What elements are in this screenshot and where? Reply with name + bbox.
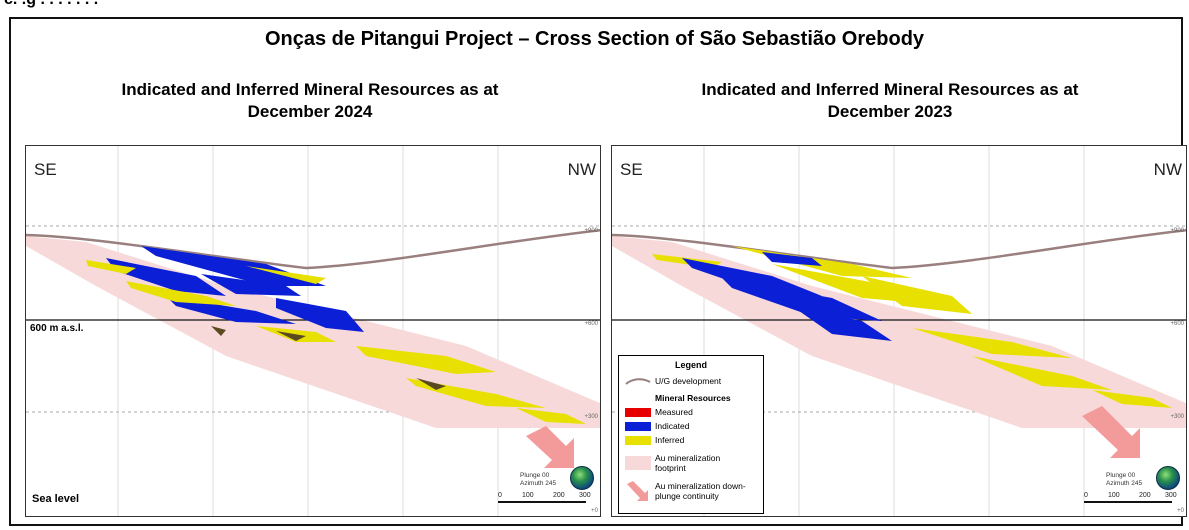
continuity-arrow-icon — [627, 481, 648, 501]
panel-2023-title: Indicated and Inferred Mineral Resources… — [620, 79, 1160, 123]
legend-row-inferred: Inferred — [625, 435, 684, 445]
down-plunge-arrow — [1082, 406, 1140, 458]
legend-row-footprint: Au mineralization footprint — [625, 453, 720, 473]
legend-box: Legend U/G development Mineral Resources… — [618, 355, 764, 514]
legend-label-measured: Measured — [655, 407, 693, 417]
footprint-line2: footprint — [655, 463, 686, 473]
orientation-globe-icon — [1156, 466, 1180, 490]
scale-num: 200 — [1139, 492, 1151, 499]
plunge-label: Plunge 00 — [1106, 472, 1136, 479]
scale-num: 300 — [1165, 492, 1177, 499]
panel-2023-title-line2: December 2023 — [827, 102, 953, 121]
sea-level-label: Sea level — [32, 493, 80, 505]
legend-subhead-mineral-resources: Mineral Resources — [655, 393, 731, 403]
footprint-swatch — [625, 456, 651, 470]
panel-2023-title-line1: Indicated and Inferred Mineral Resources… — [701, 80, 1079, 99]
elev-tick: +900 — [584, 228, 598, 234]
scale-num: 200 — [553, 492, 565, 499]
inferred-swatch — [625, 435, 651, 445]
scale-num: 100 — [1108, 492, 1120, 499]
legend-row-continuity: Au mineralization down- plunge continuit… — [625, 480, 746, 502]
legend-label-footprint: Au mineralization footprint — [655, 453, 720, 473]
dark-lens-bodies — [211, 326, 446, 390]
elev-tick: +300 — [1170, 414, 1184, 420]
legend-label-indicated: Indicated — [655, 421, 690, 431]
plunge-azimuth-text: Plunge 00 Azimuth 245 — [1106, 472, 1142, 488]
measured-swatch — [625, 407, 651, 417]
elevation-label: 600 m a.s.l. — [30, 323, 84, 334]
direction-nw: NW — [567, 160, 596, 179]
direction-se: SE — [620, 160, 643, 179]
legend-row-measured: Measured — [625, 407, 693, 417]
cross-section-graphic-2023 — [612, 146, 1186, 516]
legend-label-inferred: Inferred — [655, 435, 685, 445]
ug-development-swatch — [625, 377, 651, 385]
orientation-globe-icon — [570, 466, 594, 490]
elev-tick: +900 — [1170, 228, 1184, 234]
scale-num: 300 — [579, 492, 591, 499]
scale-num: 0 — [1084, 492, 1088, 499]
scale-num: 0 — [498, 492, 502, 499]
continuity-line1: Au mineralization down- — [655, 481, 746, 491]
panel-2024-title-line1: Indicated and Inferred Mineral Resources… — [121, 80, 499, 99]
indicated-swatch — [625, 421, 651, 431]
ug-development-line — [26, 228, 600, 270]
panel-2024-title-line2: December 2024 — [247, 102, 373, 121]
legend-row-indicated: Indicated — [625, 421, 690, 431]
legend-title: Legend — [674, 360, 707, 370]
elev-tick: +600 — [584, 321, 598, 327]
footprint-line1: Au mineralization — [655, 453, 721, 463]
elev-tick: +0 — [1177, 508, 1184, 514]
azimuth-label: Azimuth 245 — [1106, 480, 1143, 487]
elev-tick: +300 — [584, 414, 598, 420]
inferred-resources — [86, 260, 586, 424]
plunge-azimuth-text: Plunge 00 Azimuth 245 — [520, 472, 556, 488]
indicated-resources — [682, 252, 892, 341]
azimuth-label: Azimuth 245 — [520, 480, 557, 487]
down-plunge-arrow — [526, 426, 574, 468]
direction-se: SE — [34, 160, 57, 179]
direction-nw: NW — [1153, 160, 1182, 179]
elev-tick: +0 — [591, 508, 598, 514]
continuity-line2: plunge continuity — [655, 491, 719, 501]
scale-num: 100 — [522, 492, 534, 499]
top-cropped-text: c. .g . . . . . . . — [0, 0, 1189, 14]
ug-development-line — [612, 228, 1186, 270]
legend-label-continuity: Au mineralization down- plunge continuit… — [655, 481, 746, 501]
legend-row-ug: U/G development — [625, 376, 721, 386]
panel-2024-title: Indicated and Inferred Mineral Resources… — [40, 79, 580, 123]
cross-section-panel-2024: SE NW 600 m a.s.l. Sea level +900 +600 +… — [25, 145, 601, 517]
plunge-label: Plunge 00 — [520, 472, 550, 479]
cross-section-graphic-2024 — [26, 146, 600, 516]
legend-label-ug: U/G development — [655, 376, 722, 386]
elev-tick: +600 — [1170, 321, 1184, 327]
figure-title: Onças de Pitangui Project – Cross Sectio… — [264, 28, 925, 50]
